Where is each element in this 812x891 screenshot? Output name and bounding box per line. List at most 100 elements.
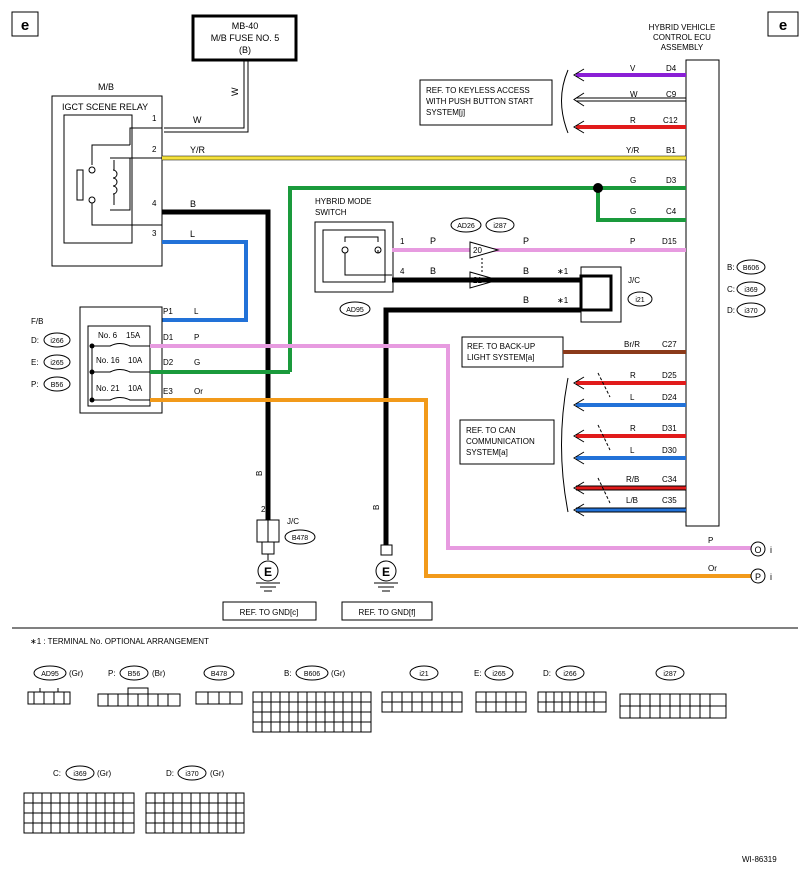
jc-b478: J/C B478 [256, 517, 316, 555]
svg-text:REF. TO GND[f]: REF. TO GND[f] [358, 608, 415, 617]
svg-text:P:: P: [31, 380, 39, 389]
svg-text:COMMUNICATION: COMMUNICATION [466, 437, 535, 446]
svg-text:No. 16: No. 16 [96, 356, 120, 365]
svg-text:D2: D2 [163, 358, 174, 367]
svg-text:L: L [630, 446, 635, 455]
svg-text:i265: i265 [492, 671, 505, 678]
jc-i21: J/C i21 [579, 266, 653, 323]
ground-symbol-1: E [256, 560, 280, 592]
wire-label: B [430, 266, 436, 276]
svg-text:D1: D1 [163, 333, 174, 342]
offpage-o: O i [750, 541, 772, 557]
wire-label: Y/R [190, 145, 206, 155]
svg-text:C9: C9 [666, 90, 677, 99]
wire-label: B [372, 505, 381, 510]
wire-label: L [190, 229, 195, 239]
svg-text:R: R [630, 116, 636, 125]
svg-text:B606: B606 [304, 671, 320, 678]
svg-text:B606: B606 [743, 265, 759, 272]
svg-text:R: R [630, 371, 636, 380]
svg-text:D:: D: [727, 306, 735, 315]
svg-text:i370: i370 [744, 308, 757, 315]
svg-text:20: 20 [473, 246, 482, 255]
svg-text:REF. TO KEYLESS ACCESS: REF. TO KEYLESS ACCESS [426, 86, 530, 95]
svg-text:4: 4 [400, 267, 405, 276]
svg-text:L: L [194, 307, 199, 316]
svg-text:i: i [770, 545, 772, 555]
figure-id: WI-86319 [742, 855, 777, 864]
svg-text:i21: i21 [635, 297, 644, 304]
ref-gnd-c-box: REF. TO GND[c] [222, 601, 317, 621]
hybrid-mode-switch: HYBRID MODE SWITCH 1 4 AD95 [314, 197, 405, 317]
amp-conn-i287 [485, 217, 515, 233]
svg-text:B478: B478 [211, 671, 227, 678]
svg-text:HYBRID MODE: HYBRID MODE [315, 197, 371, 206]
svg-text:i21: i21 [419, 671, 428, 678]
svg-text:G: G [630, 207, 636, 216]
wire-label-w: W [230, 87, 240, 96]
svg-text:C35: C35 [662, 496, 677, 505]
svg-text:SYSTEM[j]: SYSTEM[j] [426, 108, 465, 117]
svg-text:1: 1 [152, 114, 157, 123]
connector-i265: E: i265 [474, 665, 527, 713]
svg-text:B56: B56 [51, 382, 64, 389]
svg-text:i370: i370 [185, 771, 198, 778]
wire-label: Or [708, 564, 717, 573]
svg-text:MB-40: MB-40 [232, 21, 259, 31]
svg-text:B1: B1 [666, 146, 676, 155]
svg-text:W: W [630, 90, 638, 99]
svg-text:D15: D15 [662, 237, 677, 246]
svg-text:REF. TO BACK-UP: REF. TO BACK-UP [467, 342, 535, 351]
svg-text:No. 21: No. 21 [96, 384, 120, 393]
svg-text:CONTROL ECU: CONTROL ECU [653, 33, 711, 42]
svg-text:WITH PUSH BUTTON START: WITH PUSH BUTTON START [426, 97, 534, 106]
svg-text:V: V [630, 64, 636, 73]
svg-text:B:: B: [284, 669, 292, 678]
connector-b478: B478 [195, 665, 243, 705]
svg-text:ASSEMBLY: ASSEMBLY [661, 43, 704, 52]
connector-i21: i21 [381, 665, 463, 713]
svg-text:AD95: AD95 [41, 671, 59, 678]
svg-text:E:: E: [31, 358, 39, 367]
svg-text:(Gr): (Gr) [210, 769, 225, 778]
connector-i287: i287 [619, 665, 727, 719]
svg-text:F/B: F/B [31, 317, 43, 326]
svg-text:D24: D24 [662, 393, 677, 402]
footnote: ∗1 : TERMINAL No. OPTIONAL ARRANGEMENT [30, 637, 209, 646]
svg-text:REF. TO GND[c]: REF. TO GND[c] [240, 608, 299, 617]
svg-text:3: 3 [152, 229, 157, 238]
svg-text:e: e [21, 17, 29, 34]
ref-can-box: REF. TO CAN COMMUNICATION SYSTEM[a] [459, 419, 555, 465]
connector-b56: P: B56 (Br) [97, 665, 181, 707]
svg-text:i266: i266 [50, 338, 63, 345]
wire-label: B [255, 471, 264, 476]
svg-text:G: G [194, 358, 200, 367]
svg-text:AD26: AD26 [457, 223, 475, 230]
svg-text:4: 4 [152, 199, 157, 208]
svg-text:i287: i287 [663, 671, 676, 678]
svg-text:C12: C12 [663, 116, 678, 125]
svg-text:D4: D4 [666, 64, 677, 73]
ground-symbol-2: E [374, 560, 398, 592]
ref-keyless-box: REF. TO KEYLESS ACCESS WITH PUSH BUTTON … [419, 79, 553, 126]
svg-text:Or: Or [194, 387, 203, 396]
hybrid-ecu: HYBRID VEHICLE CONTROL ECU ASSEMBLY B: B… [649, 23, 766, 527]
svg-text:O: O [754, 545, 761, 555]
svg-text:G: G [630, 176, 636, 185]
corner-label-left: e [11, 11, 39, 37]
wire-label: B [190, 199, 196, 209]
amp-conn-ad26 [450, 217, 482, 233]
svg-text:M/B FUSE NO. 5: M/B FUSE NO. 5 [211, 33, 280, 43]
svg-text:E:: E: [474, 669, 482, 678]
connector-ad95: AD95 (Gr) [27, 665, 84, 705]
wire-label: P [523, 236, 529, 246]
svg-text:i266: i266 [563, 671, 576, 678]
svg-text:E: E [382, 565, 390, 579]
svg-text:D25: D25 [662, 371, 677, 380]
wire-label: P [430, 236, 436, 246]
svg-text:P: P [194, 333, 199, 342]
svg-text:P: P [630, 237, 635, 246]
svg-text:C:: C: [727, 285, 735, 294]
